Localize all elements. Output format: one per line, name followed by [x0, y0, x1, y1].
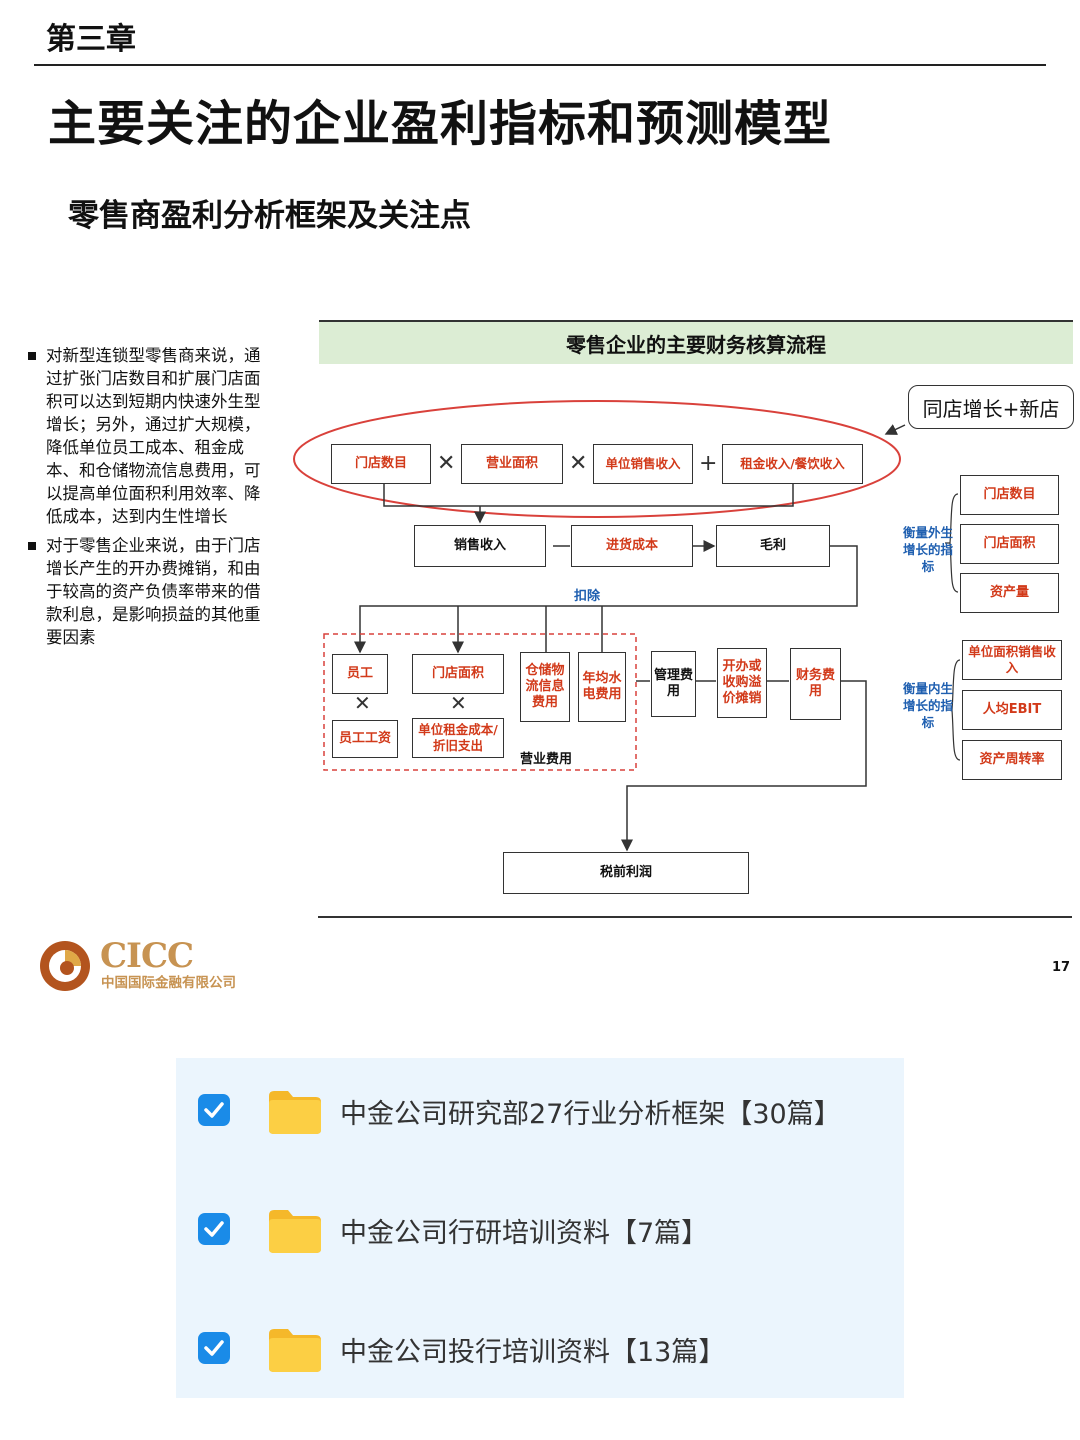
- multiply-icon: ✕: [354, 691, 371, 715]
- callout-same-store: 同店增长+新店: [908, 385, 1074, 429]
- file-label[interactable]: 中金公司行研培训资料【7篇】: [340, 1218, 709, 1249]
- page-number: 17: [1052, 960, 1071, 975]
- box-unit-sales: 单位销售收入: [593, 444, 693, 484]
- logo-wordmark: CICC: [100, 936, 194, 976]
- opex-label: 营业费用: [520, 752, 573, 767]
- multiply-icon: ✕: [450, 691, 467, 715]
- box-staff-wage: 员工工资: [332, 720, 398, 758]
- int-asset-turnover: 资产周转率: [962, 740, 1062, 780]
- checkbox-checked[interactable]: [198, 1332, 230, 1364]
- box-cost: 进货成本: [571, 525, 693, 567]
- plus-icon: +: [699, 451, 718, 476]
- highlight-ellipse: [293, 400, 901, 518]
- ext-store-area: 门店面积: [960, 524, 1059, 564]
- header-divider: [34, 64, 1046, 66]
- ext-assets: 资产量: [960, 573, 1059, 613]
- box-store-count: 门店数目: [331, 444, 431, 484]
- bullet-item: 对新型连锁型零售商来说，通过扩张门店数目和扩展门店面积可以达到短期内快速外生型增…: [26, 344, 264, 528]
- file-label[interactable]: 中金公司投行培训资料【13篇】: [340, 1337, 726, 1368]
- page-subtitle: 零售商盈利分析框架及关注点: [68, 198, 471, 234]
- int-unit-area-sales: 单位面积销售收入: [962, 640, 1062, 680]
- box-staff: 员工: [332, 654, 388, 694]
- file-list-panel: 中金公司研究部27行业分析框架【30篇】 中金公司行研培训资料【7篇】 中金公司…: [176, 1058, 904, 1398]
- external-growth-label: 衡量外生增长的指标: [902, 525, 953, 574]
- box-finance: 财务费用: [790, 648, 841, 720]
- flow-diagram-connectors: [293, 400, 961, 852]
- checkbox-checked[interactable]: [198, 1094, 230, 1126]
- box-startup: 开办或收购溢价摊销: [717, 648, 767, 718]
- file-row[interactable]: 中金公司研究部27行业分析框架【30篇】: [176, 1066, 904, 1176]
- internal-growth-label: 衡量内生增长的指标: [902, 681, 953, 730]
- int-ebit-per-capita: 人均EBIT: [962, 690, 1062, 730]
- box-rent-income: 租金收入/餐饮收入: [722, 444, 863, 484]
- checkbox-checked[interactable]: [198, 1213, 230, 1245]
- file-row[interactable]: 中金公司行研培训资料【7篇】: [176, 1185, 904, 1295]
- checkmark-icon: [204, 1221, 224, 1237]
- folder-icon: [269, 1329, 321, 1372]
- chapter-label: 第三章: [46, 22, 136, 57]
- box-store-area: 门店面积: [412, 654, 504, 694]
- multiply-icon: ✕: [569, 451, 588, 476]
- file-label[interactable]: 中金公司研究部27行业分析框架【30篇】: [340, 1099, 841, 1130]
- bullet-item: 对于零售企业来说，由于门店增长产生的开办费摊销，和由于较高的资产负债率带来的借款…: [26, 534, 264, 649]
- box-business-area: 营业面积: [461, 444, 563, 484]
- diagram-banner: 零售企业的主要财务核算流程: [319, 320, 1073, 364]
- bullet-list: 对新型连锁型零售商来说，通过扩张门店数目和扩展门店面积可以达到短期内快速外生型增…: [26, 344, 264, 655]
- box-utilities: 年均水电费用: [578, 652, 626, 722]
- page-title: 主要关注的企业盈利指标和预测模型: [48, 96, 833, 152]
- cicc-logo-icon: [40, 941, 90, 991]
- box-rent-cost: 单位租金成本/折旧支出: [412, 718, 504, 758]
- box-pretax: 税前利润: [503, 852, 749, 894]
- multiply-icon: ✕: [437, 451, 456, 476]
- box-warehouse: 仓储物流信息费用: [520, 652, 570, 722]
- box-sales: 销售收入: [414, 525, 546, 567]
- ext-store-count: 门店数目: [960, 475, 1059, 515]
- box-gross: 毛利: [716, 525, 830, 567]
- box-mgmt: 管理费用: [651, 651, 696, 717]
- checkmark-icon: [204, 1102, 224, 1118]
- folder-icon: [269, 1210, 321, 1253]
- folder-icon: [269, 1091, 321, 1134]
- file-row[interactable]: 中金公司投行培训资料【13篇】: [176, 1304, 904, 1414]
- logo-company-name: 中国国际金融有限公司: [101, 975, 236, 991]
- footer-divider: [318, 916, 1072, 918]
- deduct-label: 扣除: [574, 589, 601, 604]
- checkmark-icon: [204, 1340, 224, 1356]
